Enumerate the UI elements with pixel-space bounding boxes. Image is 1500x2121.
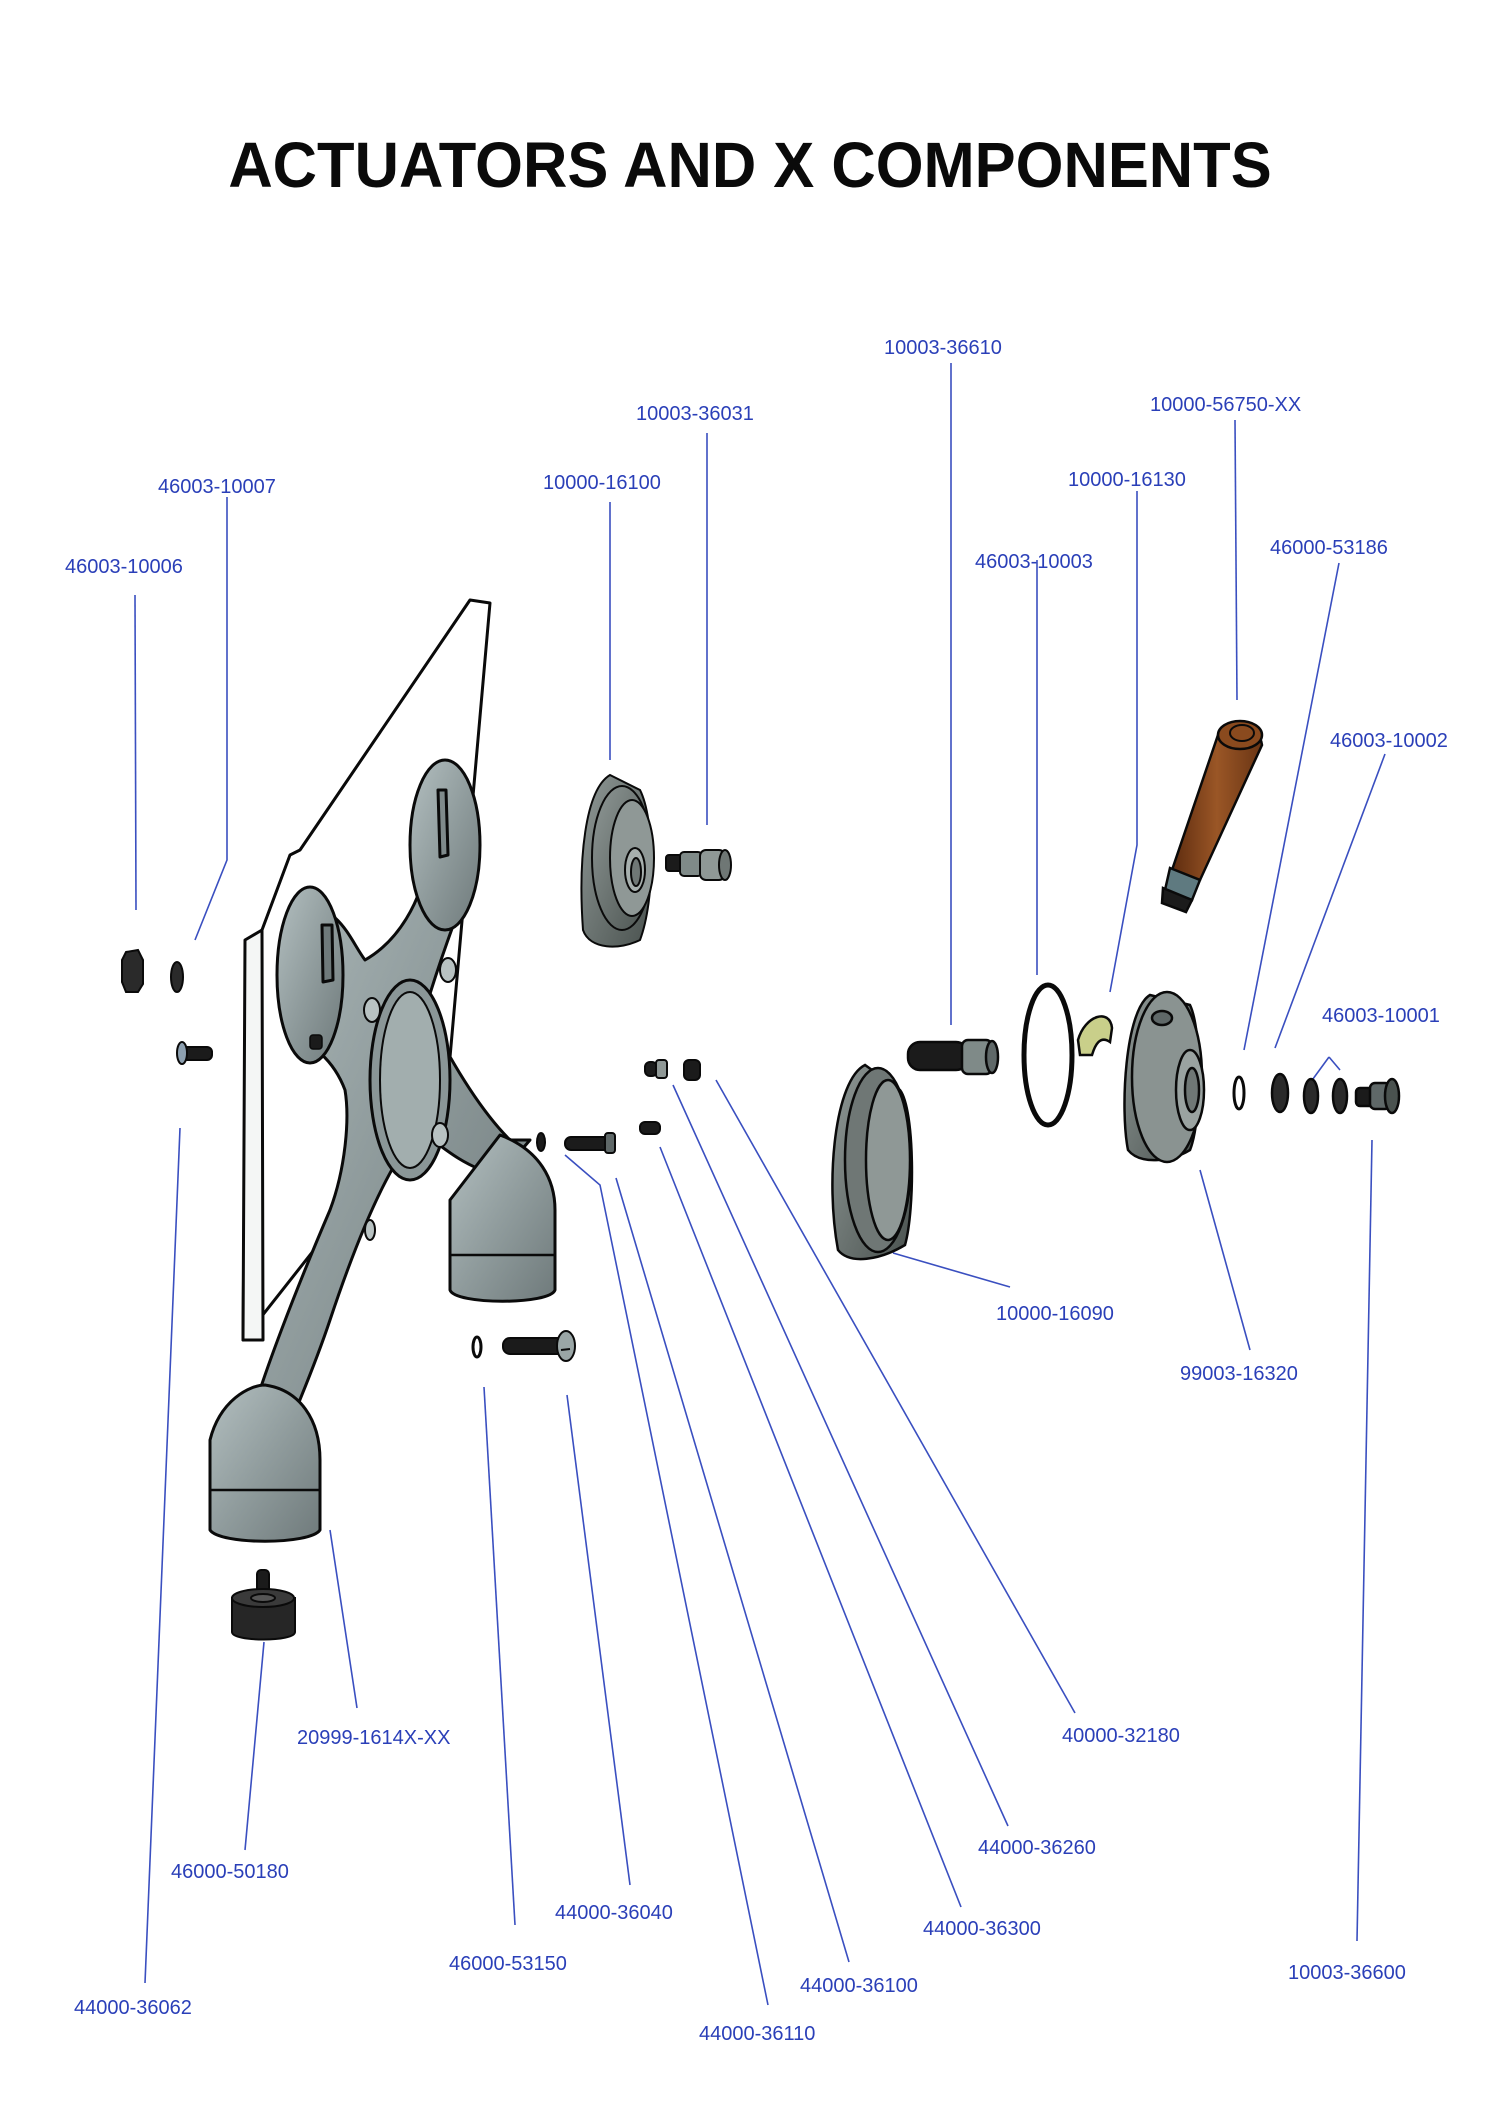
leader-46000-50180 [244,1641,265,1851]
leader-46000-53186 [1243,562,1340,1051]
leader-44000-36260 [672,1084,1009,1827]
leader-10003-36600 [1356,1139,1373,1942]
leader-44000-36040 [566,1394,631,1886]
label-44000-36040: 44000-36040 [555,1902,673,1924]
wooden-handle-10000-56750-XX [1160,719,1264,914]
roller-wheel-10000-16100 [580,773,655,948]
shoulder-screw-10003-36600 [1354,1077,1401,1115]
page-title: ACTUATORS AND X COMPONENTS [228,129,1272,201]
label-46003-10001: 46003-10001 [1322,1005,1440,1027]
cup-housing-10000-16090 [831,1063,914,1261]
leader-40000-32180 [715,1079,1076,1714]
label-46000-53150: 46000-53150 [449,1953,567,1975]
leader-44000-36110 [564,1154,769,2006]
brass-shim-10000-16130 [1076,1015,1114,1057]
label-10000-16100: 10000-16100 [543,472,661,494]
label-10000-16130: 10000-16130 [1068,469,1186,491]
washer-46003-10002 [1270,1072,1290,1114]
leader-10000-56750-XX [1234,419,1238,701]
spacer-40000-32180 [683,1059,701,1081]
label-10003-36600: 10003-36600 [1288,1962,1406,1984]
leader-lines [134,363,1386,2006]
leader-46003-10007 [194,497,228,941]
label-46003-10002: 46003-10002 [1330,730,1448,752]
washer-46003-10001-b [1331,1077,1349,1115]
label-46000-50180: 46000-50180 [171,1861,289,1883]
rubber-foot-46000-50180 [231,1569,296,1641]
leader-46003-10002 [1274,753,1386,1049]
leader-99003-16320 [1199,1169,1251,1351]
leader-44000-36062 [144,1127,181,1984]
slotted-screw-44000-36040 [502,1330,576,1362]
countersunk-screw-44000-36062 [176,1041,213,1065]
x-frame-assembly [208,598,557,1543]
leader-46000-53150 [483,1386,516,1926]
label-10003-36610: 10003-36610 [884,337,1002,359]
hex-bolt-44000-36100 [564,1132,616,1154]
leader-44000-36300 [659,1146,962,1908]
clear-panel-edge [241,928,265,1342]
label-10003-36031: 10003-36031 [636,403,754,425]
o-ring-46003-10003 [1021,982,1075,1128]
label-10000-56750-XX: 10000-56750-XX [1150,394,1302,416]
leader-46003-10001-b [1328,1056,1341,1071]
center-hardware [471,773,732,1362]
leader-10000-16090 [892,1252,1011,1288]
set-screw-44000-36260 [644,1059,668,1079]
right-assembly [831,719,1401,1261]
label-46003-10006: 46003-10006 [65,556,183,578]
x-frame-right-foot [448,1133,557,1303]
label-44000-36260: 44000-36260 [978,1837,1096,1859]
label-40000-32180: 40000-32180 [1062,1725,1180,1747]
label-44000-36062: 44000-36062 [74,1997,192,2019]
socket-cap-screw-10003-36610 [906,1038,1000,1076]
label-46003-10007: 46003-10007 [158,476,276,498]
small-o-ring-46000-53186 [1232,1075,1246,1111]
grub-screw-44000-36300 [639,1121,661,1135]
label-99003-16320: 99003-16320 [1180,1363,1298,1385]
shoulder-bolt-10003-36031 [665,849,732,881]
left-hardware [121,948,296,1641]
label-46003-10003: 46003-10003 [975,551,1093,573]
label-46000-53186: 46000-53186 [1270,537,1388,559]
washer-46000-53150 [471,1335,483,1359]
label-44000-36300: 44000-36300 [923,1918,1041,1940]
leader-46003-10006 [134,594,137,911]
leader-44000-36100 [615,1177,850,1963]
hub-99003-16320 [1123,990,1206,1164]
x-frame-bottom-foot [208,1383,322,1543]
washer-44000-36110 [536,1132,546,1152]
label-44000-36110: 44000-36110 [699,2023,816,2045]
label-20999-1614X-XX: 20999-1614X-XX [297,1727,451,1749]
washer-46003-10001-a [1302,1077,1320,1115]
label-10000-16090: 10000-16090 [996,1303,1114,1325]
label-44000-36100: 44000-36100 [800,1975,918,1997]
washer-46003-10007 [170,961,184,993]
leader-10000-16130 [1109,491,1138,993]
hex-nut-46003-10006 [121,948,144,993]
leader-20999-1614X-XX [329,1529,358,1709]
